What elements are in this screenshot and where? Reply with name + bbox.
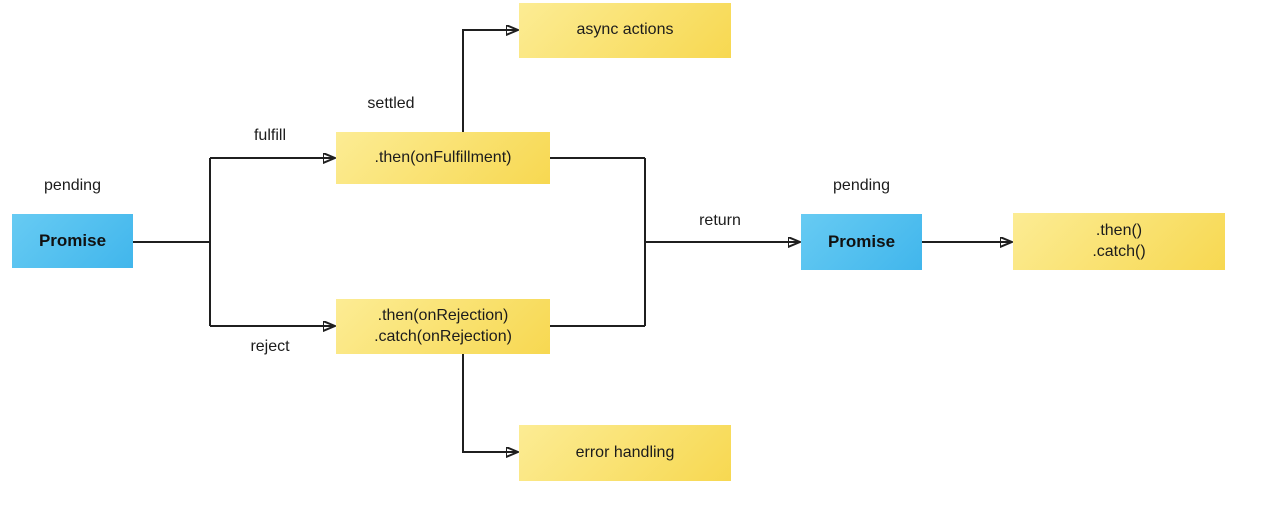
node-then-catch: .then() .catch()	[1013, 213, 1225, 270]
node-error-handling: error handling	[519, 425, 731, 481]
node-promise-right-label: Promise	[827, 231, 896, 251]
edge-async-actions-arrow	[462, 30, 517, 132]
node-error-handling-label: error handling	[575, 443, 675, 461]
node-async-actions: async actions	[519, 3, 731, 58]
label-pending-right: pending	[833, 177, 890, 194]
node-catch-onrejection-line: .catch(onRejection)	[374, 327, 512, 345]
label-settled: settled	[367, 95, 415, 112]
node-promise-right: Promise	[801, 214, 922, 270]
label-reject: reject	[250, 338, 290, 355]
label-return: return	[699, 212, 741, 229]
node-async-actions-label: async actions	[576, 21, 674, 39]
node-then-line: .then()	[1095, 221, 1143, 239]
node-catch-line: .catch()	[1092, 242, 1146, 260]
node-promise-left: Promise	[12, 214, 133, 268]
node-promise-left-label: Promise	[38, 230, 107, 250]
node-then-onrejection-line: .then(onRejection)	[377, 306, 509, 324]
node-then-onfulfillment: .then(onFulfillment)	[336, 132, 550, 184]
node-then-catch-onrejection: .then(onRejection) .catch(onRejection)	[336, 299, 550, 354]
edge-error-handling-arrow	[462, 354, 517, 452]
node-then-onfulfillment-label: .then(onFulfillment)	[374, 148, 512, 166]
label-pending-left: pending	[44, 177, 101, 194]
label-fulfill: fulfill	[253, 127, 286, 144]
